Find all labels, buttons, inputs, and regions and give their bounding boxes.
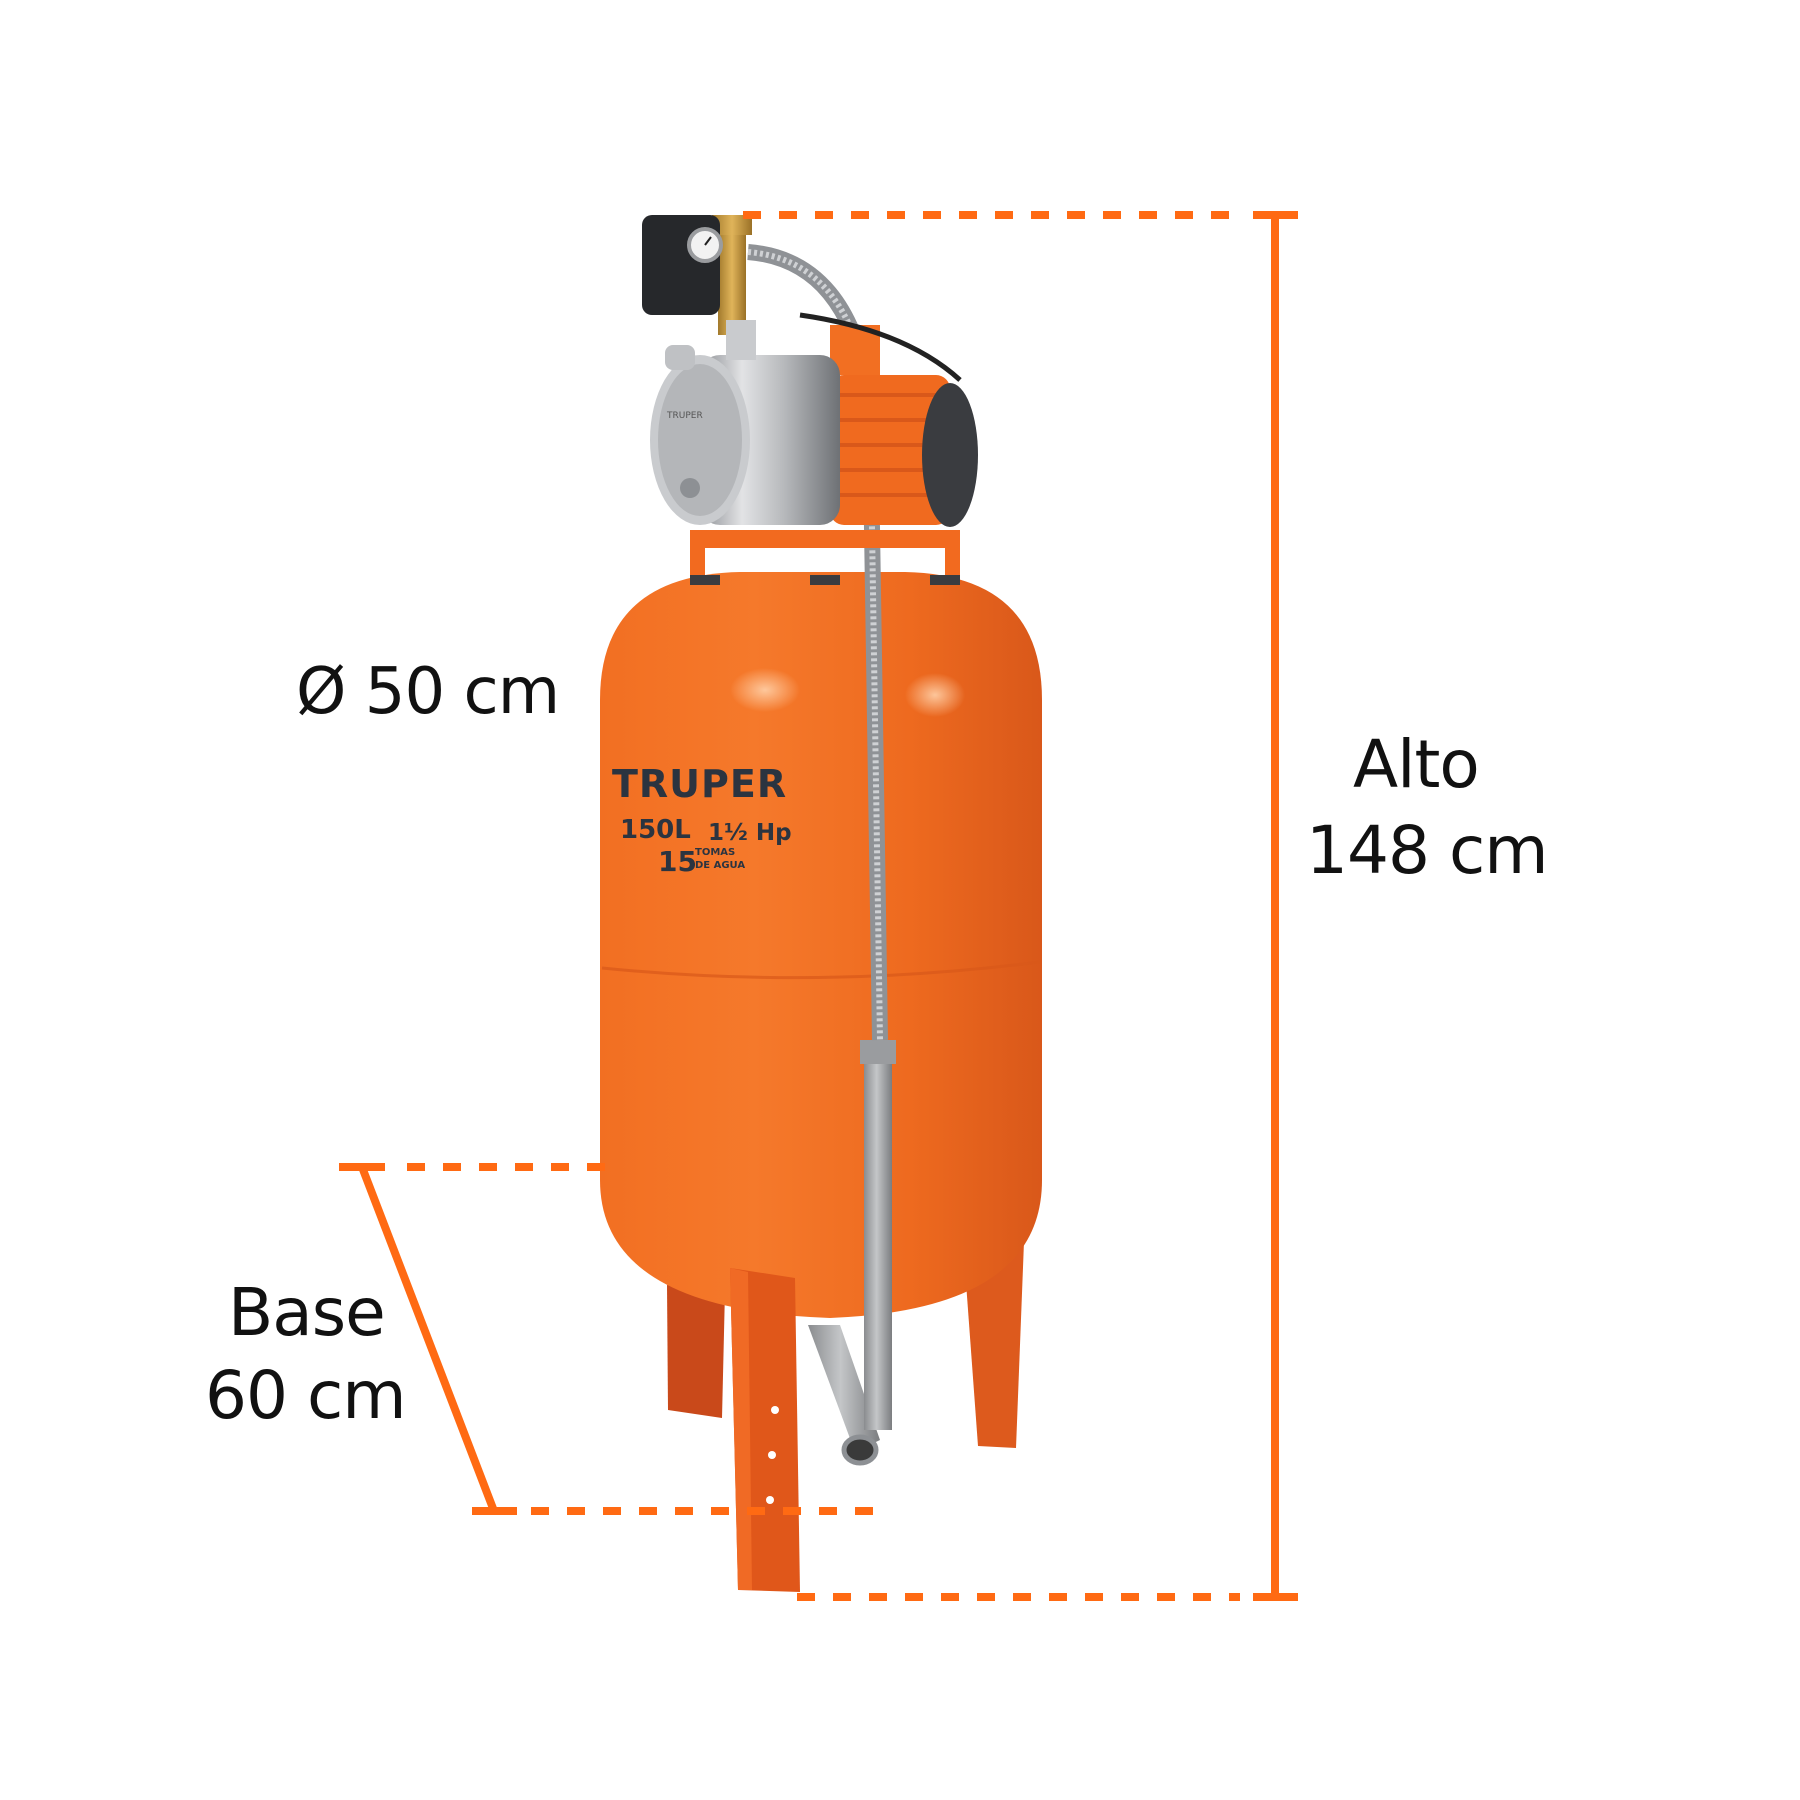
height-label: Alto bbox=[1353, 726, 1480, 803]
height-dimension-line bbox=[743, 211, 1298, 1601]
pump-mount-bracket bbox=[690, 530, 960, 580]
diameter-label: Ø 50 cm bbox=[296, 660, 560, 724]
tank-outlets-label-line1: TOMAS bbox=[695, 847, 735, 858]
pump-motor bbox=[799, 312, 978, 527]
tank-seam bbox=[601, 960, 1041, 980]
tank-outlets-label-line2: DE AGUA bbox=[695, 860, 745, 871]
pressure-switch bbox=[642, 215, 723, 315]
diameter-symbol-icon: Ø bbox=[296, 655, 346, 729]
bottom-pipe-elbow bbox=[808, 1325, 880, 1452]
pump-head: TRUPER bbox=[650, 345, 840, 525]
pump-brand-mark: TRUPER bbox=[666, 411, 703, 421]
tank-brand: TRUPER bbox=[612, 762, 787, 806]
tank-outlets-count: 15 bbox=[658, 845, 697, 878]
base-value: 60 cm bbox=[205, 1357, 407, 1434]
base-dimension-line bbox=[339, 1163, 880, 1515]
base-label: Base bbox=[228, 1274, 386, 1351]
pump-tank-illustration: TRUPER bbox=[600, 215, 1042, 1592]
tank-capacity: 150L bbox=[620, 815, 691, 845]
diameter-value: 50 cm bbox=[364, 655, 560, 729]
tank-power: 1½ Hp bbox=[708, 820, 792, 846]
height-value: 148 cm bbox=[1306, 812, 1549, 889]
tank-body bbox=[600, 572, 1042, 1318]
tank-leg-rear-left bbox=[667, 1285, 725, 1418]
vertical-pipe bbox=[864, 1045, 892, 1430]
